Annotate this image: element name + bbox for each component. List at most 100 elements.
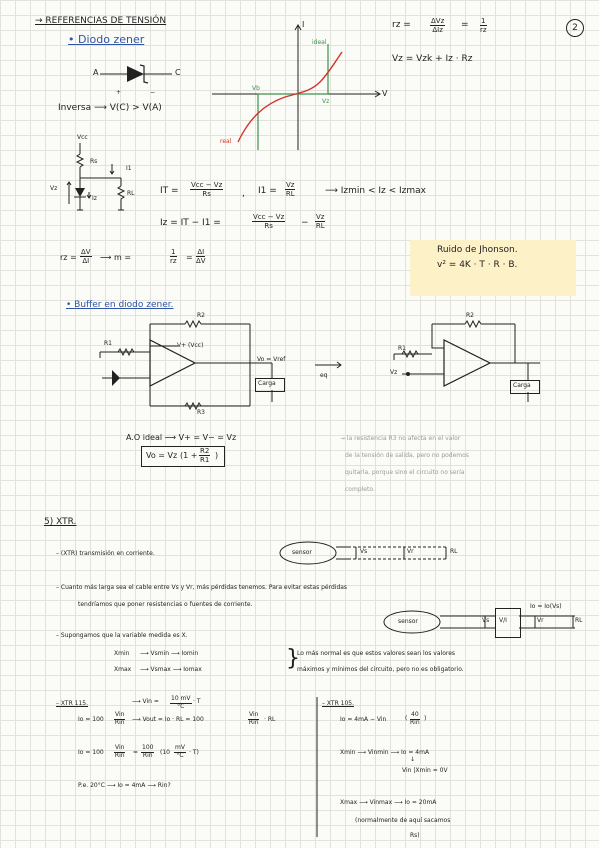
xtr105-l4b: Rs) bbox=[410, 832, 420, 839]
rz-formula-lhs: rz = bbox=[392, 20, 411, 30]
note-line-1: → la resistencia R3 no afecta en el valo… bbox=[340, 435, 461, 442]
iz-label: Iz bbox=[92, 195, 97, 202]
sensor-cloud-2 bbox=[383, 610, 455, 634]
xtr115-vin-lhs: ⟶ Vin = bbox=[132, 698, 159, 705]
iz-range: ⟶ Izmin < Iz < Izmax bbox=[325, 186, 427, 196]
xtr105-l1-close: ) bbox=[424, 715, 427, 722]
carga-box-2 bbox=[510, 380, 540, 394]
xtr105-sub2: Vin |Xmin = 0V bbox=[402, 767, 448, 774]
slope-lhs: rz = bbox=[60, 253, 77, 262]
rl-label-sig-1: RL bbox=[450, 548, 458, 555]
note-line-3: quitarla, porque sino el circuito no ser… bbox=[345, 469, 465, 476]
i1-label: I1 bbox=[126, 165, 132, 172]
page-number: 2 bbox=[566, 19, 584, 37]
vz-circuit-label: Vz bbox=[50, 185, 58, 192]
vo-formula-box bbox=[141, 446, 225, 467]
xmin-label: Xmin bbox=[114, 650, 130, 657]
buffer-opamp-circuit bbox=[99, 319, 273, 411]
eq-label: eq bbox=[320, 372, 328, 379]
cathode-label: C bbox=[175, 68, 181, 77]
vi-converter-box bbox=[495, 608, 521, 638]
ao-ideal: A.O ideal ⟶ V+ = V− = Vz bbox=[126, 433, 237, 442]
buffer-title: • Buffer en diodo zener. bbox=[66, 300, 174, 310]
vz-formula: Vz = Vzk + Iz · Rz bbox=[392, 54, 473, 64]
bullet: • bbox=[68, 33, 78, 46]
r2-label-2: R2 bbox=[466, 312, 474, 319]
it-sep: , bbox=[242, 189, 245, 199]
rl-label: RL bbox=[127, 190, 135, 197]
vb-label: Vb bbox=[252, 85, 260, 92]
rl-label-sig-2: RL bbox=[575, 617, 583, 624]
slope-eq: = bbox=[186, 253, 193, 262]
xtr115-l2-fraction-3: mV°C bbox=[174, 744, 186, 759]
xtr-line-3: tendríamos que poner resistencias o fuen… bbox=[78, 601, 253, 608]
vplus-label: V+ (Vcc) bbox=[177, 342, 204, 349]
vo-formula-one: (1 + bbox=[180, 451, 198, 460]
mapping-brace: } bbox=[286, 646, 300, 671]
xtr-line-4: – Supongamos que la variable medida es X… bbox=[56, 632, 188, 639]
r2-label-1: R2 bbox=[197, 312, 205, 319]
xtr-title: 5) XTR. bbox=[44, 517, 77, 527]
xtr-line-2: – Cuanto más larga sea el cable entre Vs… bbox=[56, 584, 348, 591]
vr-label-1: Vr bbox=[407, 548, 414, 555]
johnson-title: Ruido de Jhonson. bbox=[437, 245, 518, 255]
xtr115-pe: P.e. 20°C ⟶ Io = 4mA ⟶ Rin? bbox=[78, 782, 171, 789]
vo-formula-close: ) bbox=[215, 451, 219, 460]
vz-label-2: Vz bbox=[390, 369, 398, 376]
xtr115-l2-paren: (10 bbox=[160, 749, 170, 756]
vz-label: Vz bbox=[322, 98, 330, 105]
xtr115-vin-tail: · T bbox=[193, 698, 201, 705]
zener-regulator-circuit bbox=[66, 143, 126, 211]
vs-label-1: Vs bbox=[360, 548, 368, 555]
zener-iv-graph bbox=[212, 24, 381, 150]
note-line-2: de la tensión de salida, pero no podemos bbox=[345, 452, 469, 459]
rs-label: Rs bbox=[90, 158, 98, 165]
iz-lhs: Iz = IT − I1 = bbox=[160, 218, 221, 228]
inversa-condition: Inversa ⟶ V(C) > V(A) bbox=[58, 103, 162, 113]
column-divider bbox=[316, 697, 318, 837]
vs-label-2: Vs bbox=[482, 617, 490, 624]
mapping-note-2: máximos y mínimos del circuito, pero no … bbox=[297, 666, 464, 673]
current-axis-label: I bbox=[302, 20, 305, 29]
it-lhs: IT = bbox=[160, 186, 179, 196]
vo-label: Vo = Vref bbox=[257, 356, 286, 363]
vsmax-label: ⟶ Vsmax ⟶ Iomax bbox=[140, 666, 202, 673]
signal-line-1 bbox=[348, 546, 448, 560]
xtr115-vin-fraction: 10 mV°C bbox=[170, 695, 192, 710]
io-label: Io = Io(Vs) bbox=[530, 603, 562, 610]
xtr115-l1-arrow: ⟶ Vout = Io · RL = 100 bbox=[132, 716, 204, 723]
carga-label-2: Carga bbox=[513, 382, 531, 389]
zener-diode-symbol bbox=[100, 64, 172, 84]
rz-eq: = bbox=[461, 20, 469, 30]
sensor-label-2: sensor bbox=[398, 618, 418, 625]
slope-arrow: ⟶ m = bbox=[100, 253, 132, 262]
xtr115-title: – XTR 115. bbox=[56, 700, 89, 707]
johnson-formula: v² = 4K · T · R · B. bbox=[437, 260, 518, 270]
carga-label-1: Carga bbox=[258, 380, 276, 387]
vi-label: V/I bbox=[499, 617, 507, 624]
vo-formula-lhs: Vo = Vz bbox=[146, 451, 178, 460]
xtr105-l2: Xmin ⟶ Vinmin ⟶ Io = 4mA bbox=[340, 749, 430, 756]
i1-lhs: I1 = bbox=[258, 186, 277, 196]
r3-label: R3 bbox=[197, 409, 205, 416]
xtr105-l1-lhs: Io = 4mA − Vin bbox=[340, 716, 387, 723]
vr-label-2: Vr bbox=[537, 617, 544, 624]
eq-arrow bbox=[315, 361, 342, 369]
ideal-label: ideal bbox=[312, 39, 327, 46]
xtr105-l3: Xmax ⟶ Vinmax ⟶ Io = 20mA bbox=[340, 799, 437, 806]
xtr105-title: – XTR 105. bbox=[322, 700, 355, 707]
note-line-4: completo. bbox=[345, 486, 375, 493]
r1-label-2: R1 bbox=[398, 345, 406, 352]
carga-box-1 bbox=[255, 378, 285, 392]
vsmin-label: ⟶ Vsmin ⟶ Iomin bbox=[140, 650, 199, 657]
